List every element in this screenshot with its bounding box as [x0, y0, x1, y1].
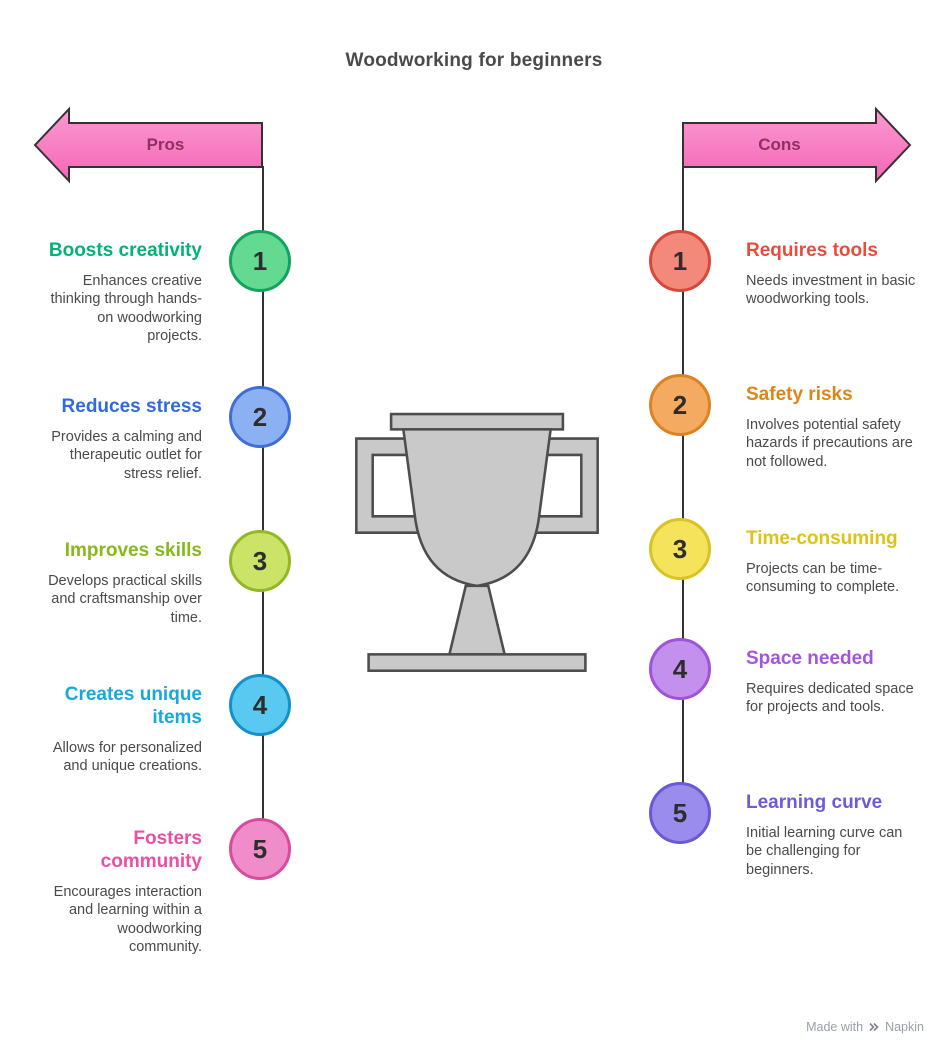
cons-connector-line: [682, 166, 684, 816]
pros-circle-4-number: 4: [252, 689, 268, 720]
pros-item-2-heading: Reduces stress: [61, 396, 202, 417]
pros-item-1-body: Enhances creative thinking through hands…: [50, 272, 202, 345]
pros-circle-2-number: 2: [252, 401, 268, 432]
cons-item-4: Space needed Requires dedicated space fo…: [746, 648, 918, 717]
cons-circle-1: 1: [649, 230, 711, 292]
made-with-text: Made with: [806, 1020, 864, 1034]
cons-item-1-heading: Requires tools: [746, 240, 878, 261]
pros-arrow-shape: [33, 106, 263, 184]
cons-arrow-polygon: [682, 106, 912, 184]
cons-item-2-body: Involves potential safety hazards if pre…: [746, 416, 913, 470]
pros-arrow-label: Pros: [146, 135, 185, 154]
pros-circle-2: 2: [229, 386, 291, 448]
pros-circle-3-number: 3: [252, 545, 268, 576]
cons-item-3-body: Projects can be time-consuming to comple…: [746, 560, 900, 596]
pros-item-3: Improves skills Develops practical skill…: [42, 540, 202, 627]
cons-item-1: Requires tools Needs investment in basic…: [746, 240, 918, 309]
cons-item-5-heading: Learning curve: [746, 792, 883, 813]
trophy-icon: [344, 412, 610, 688]
page-title: Woodworking for beginners: [345, 50, 603, 71]
cons-circle-2-number: 2: [672, 389, 688, 420]
pros-item-5-body: Encourages interaction and learning with…: [53, 883, 202, 956]
napkin-logo-icon: [869, 1022, 879, 1032]
pros-circle-1: 1: [229, 230, 291, 292]
pros-item-1: Boosts creativity Enhances creative thin…: [42, 240, 202, 346]
pros-arrow: Pros: [33, 106, 263, 184]
cons-item-4-heading: Space needed: [746, 648, 874, 669]
pros-item-3-heading: Improves skills: [64, 540, 202, 561]
cons-circle-5: 5: [649, 782, 711, 844]
cons-circle-2: 2: [649, 374, 711, 436]
pros-circle-5-number: 5: [252, 833, 268, 864]
pros-connector-line: [262, 166, 264, 852]
cons-item-1-body: Needs investment in basic woodworking to…: [746, 272, 916, 308]
pros-item-4-body: Allows for personalized and unique creat…: [52, 739, 202, 775]
cons-item-5-body: Initial learning curve can be challengin…: [746, 824, 903, 878]
cons-item-2-heading: Safety risks: [746, 384, 853, 405]
pros-item-2: Reduces stress Provides a calming and th…: [42, 396, 202, 483]
cons-item-4-body: Requires dedicated space for projects an…: [746, 680, 914, 716]
pros-item-1-heading: Boosts creativity: [48, 240, 202, 261]
pros-item-4: Creates unique items Allows for personal…: [42, 684, 202, 776]
cons-circle-3: 3: [649, 518, 711, 580]
footer-credit: Made with Napkin: [806, 1020, 924, 1034]
pros-circle-5: 5: [229, 818, 291, 880]
napkin-brand-text: Napkin: [885, 1020, 924, 1034]
pros-item-2-body: Provides a calming and therapeutic outle…: [51, 428, 202, 482]
cons-arrow-shape: [682, 106, 912, 184]
pros-item-5: Fosters community Encourages interaction…: [42, 828, 202, 957]
cons-circle-4-number: 4: [672, 653, 688, 684]
pros-circle-1-number: 1: [252, 245, 268, 276]
cons-item-3: Time-consuming Projects can be time-cons…: [746, 528, 918, 597]
pros-item-3-body: Develops practical skills and craftsmans…: [48, 572, 202, 626]
pros-circle-3: 3: [229, 530, 291, 592]
pros-arrow-polygon: [33, 106, 263, 184]
cons-circle-4: 4: [649, 638, 711, 700]
cons-item-3-heading: Time-consuming: [746, 528, 898, 549]
cons-arrow-label: Cons: [758, 135, 801, 154]
cons-item-5: Learning curve Initial learning curve ca…: [746, 792, 918, 879]
pros-item-4-heading: Creates unique items: [64, 684, 202, 728]
cons-circle-3-number: 3: [672, 533, 688, 564]
cons-circle-1-number: 1: [672, 245, 688, 276]
pros-circle-4: 4: [229, 674, 291, 736]
pros-item-5-heading: Fosters community: [100, 828, 202, 872]
cons-circle-5-number: 5: [672, 797, 688, 828]
cons-item-2: Safety risks Involves potential safety h…: [746, 384, 918, 471]
cons-arrow: Cons: [682, 106, 912, 184]
